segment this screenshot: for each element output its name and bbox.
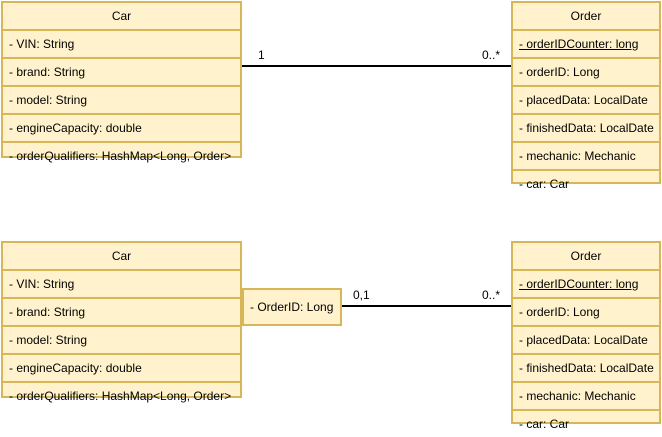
- order-attr-id-counter: - orderIDCounter: long: [513, 271, 659, 299]
- car-attr-vin: - VIN: String: [3, 31, 240, 59]
- order-attr-finished-data: - finishedData: LocalDate: [513, 355, 659, 383]
- order-attr-mechanic: - mechanic: Mechanic: [513, 143, 659, 171]
- car-class-top[interactable]: Car - VIN: String - brand: String - mode…: [1, 1, 242, 163]
- qualifier-box[interactable]: - OrderID: Long: [242, 288, 342, 326]
- car-attr-engine-capacity: - engineCapacity: double: [3, 355, 240, 383]
- order-class-bottom[interactable]: Order - orderIDCounter: long - orderID: …: [511, 241, 661, 431]
- multiplicity-order-bottom: 0..*: [482, 288, 501, 302]
- order-attr-car: - car: Car: [519, 177, 570, 191]
- car-attr-model: - model: String: [3, 327, 240, 355]
- car-attr-engine-capacity: - engineCapacity: double: [3, 115, 240, 143]
- car-attr-brand: - brand: String: [3, 299, 240, 327]
- order-class-top[interactable]: Order - orderIDCounter: long - orderID: …: [511, 1, 661, 191]
- order-class-title: Order: [513, 243, 659, 271]
- car-attr-order-qualifiers: - orderQualifiers: HashMap<Long, Order>: [9, 149, 232, 163]
- order-attr-mechanic: - mechanic: Mechanic: [513, 383, 659, 411]
- order-class-title: Order: [513, 3, 659, 31]
- order-attr-id-counter: - orderIDCounter: long: [513, 31, 659, 59]
- car-class-title: Car: [3, 3, 240, 31]
- car-attr-model: - model: String: [3, 87, 240, 115]
- association-line-top[interactable]: [242, 65, 511, 67]
- multiplicity-order-top: 0..*: [482, 48, 501, 62]
- association-line-bottom[interactable]: [342, 305, 511, 307]
- order-attr-order-id: - orderID: Long: [513, 59, 659, 87]
- car-class-bottom[interactable]: Car - VIN: String - brand: String - mode…: [1, 241, 242, 403]
- car-attr-vin: - VIN: String: [3, 271, 240, 299]
- order-attr-order-id: - orderID: Long: [513, 299, 659, 327]
- car-attr-order-qualifiers: - orderQualifiers: HashMap<Long, Order>: [9, 389, 232, 403]
- car-attr-brand: - brand: String: [3, 59, 240, 87]
- order-attr-finished-data: - finishedData: LocalDate: [513, 115, 659, 143]
- multiplicity-car-top: 1: [258, 48, 265, 62]
- order-attr-placed-data: - placedData: LocalDate: [513, 327, 659, 355]
- order-attr-car: - car: Car: [519, 417, 570, 431]
- order-attr-placed-data: - placedData: LocalDate: [513, 87, 659, 115]
- car-class-title: Car: [3, 243, 240, 271]
- multiplicity-car-bottom: 0,1: [353, 288, 370, 302]
